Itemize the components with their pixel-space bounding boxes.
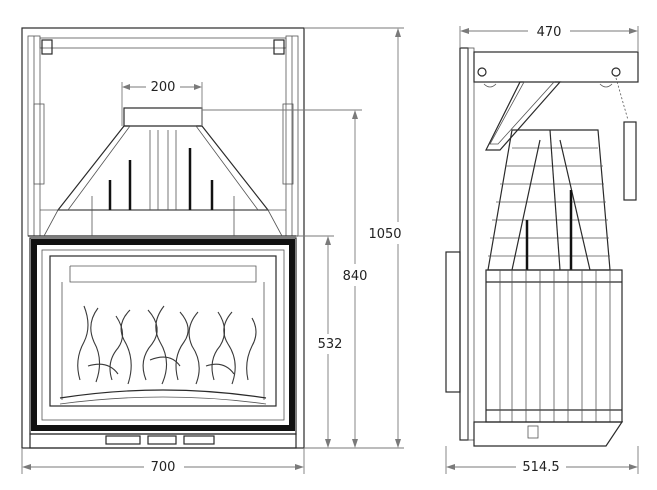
dim-door-height: 532 [318,337,343,352]
hood-collar [123,107,203,127]
counterweight [623,121,637,201]
pivot-right [611,67,621,77]
chain [615,77,629,121]
grate [59,389,267,399]
firebox [49,255,277,407]
side-view [445,47,639,447]
flames [77,305,257,385]
base [29,433,297,449]
dim-width: 700 [151,460,176,475]
side-base [473,421,624,447]
side-front-plate [459,47,469,441]
dim-hood-height: 840 [343,269,368,284]
side-dimensions: 470 514.5 [445,25,639,475]
front-view [21,27,305,449]
side-hood [487,129,611,271]
dim-total-height: 1050 [368,227,401,242]
side-door-handle [445,251,461,393]
side-top-bar [473,51,639,83]
dim-bottom-depth: 514.5 [522,460,559,475]
pivot-left [477,67,487,77]
dim-hood-width: 200 [151,80,176,95]
front-top-bar [39,37,287,49]
dim-top-depth: 470 [537,25,562,40]
front-dimensions: 200 1050 840 532 700 [21,27,404,475]
hood [56,125,270,211]
door-black-border [31,239,295,431]
